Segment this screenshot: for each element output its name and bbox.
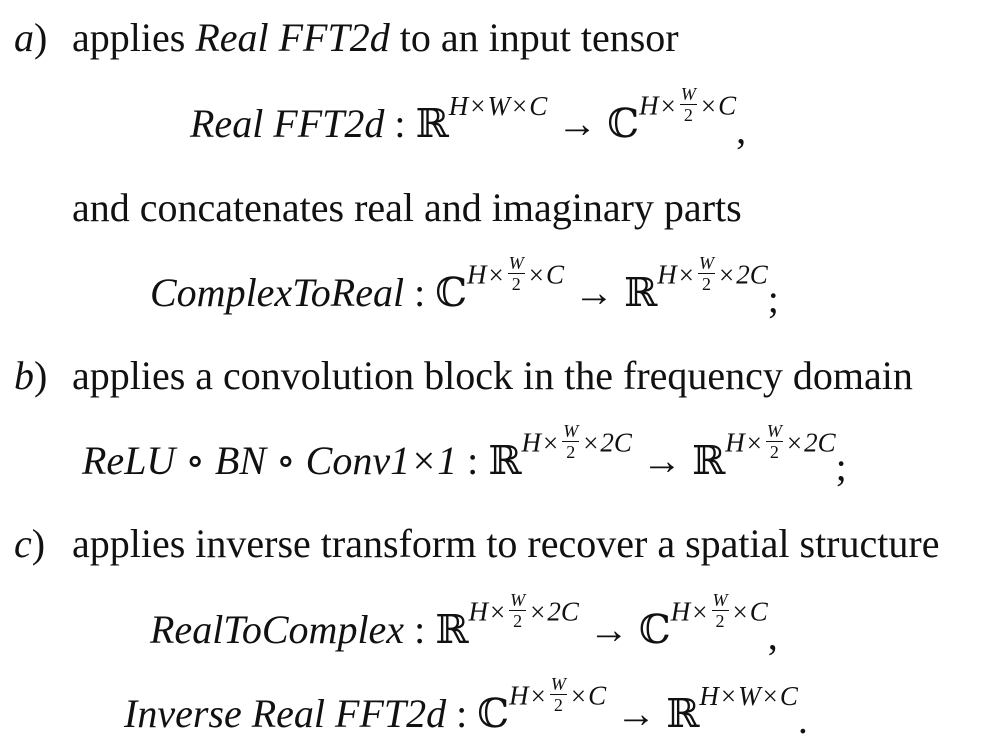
item-c-label: c) bbox=[14, 521, 46, 566]
item-b-label: b) bbox=[14, 353, 48, 398]
item-a-text: applies Real FFT2d to an input tensor bbox=[72, 15, 679, 60]
item-a-text-2: and concatenates real and imaginary part… bbox=[72, 185, 742, 230]
item-b-text: applies a convolution block in the frequ… bbox=[72, 353, 913, 398]
item-c-text: applies inverse transform to recover a s… bbox=[72, 521, 940, 566]
item-a-label: a) bbox=[14, 15, 48, 60]
